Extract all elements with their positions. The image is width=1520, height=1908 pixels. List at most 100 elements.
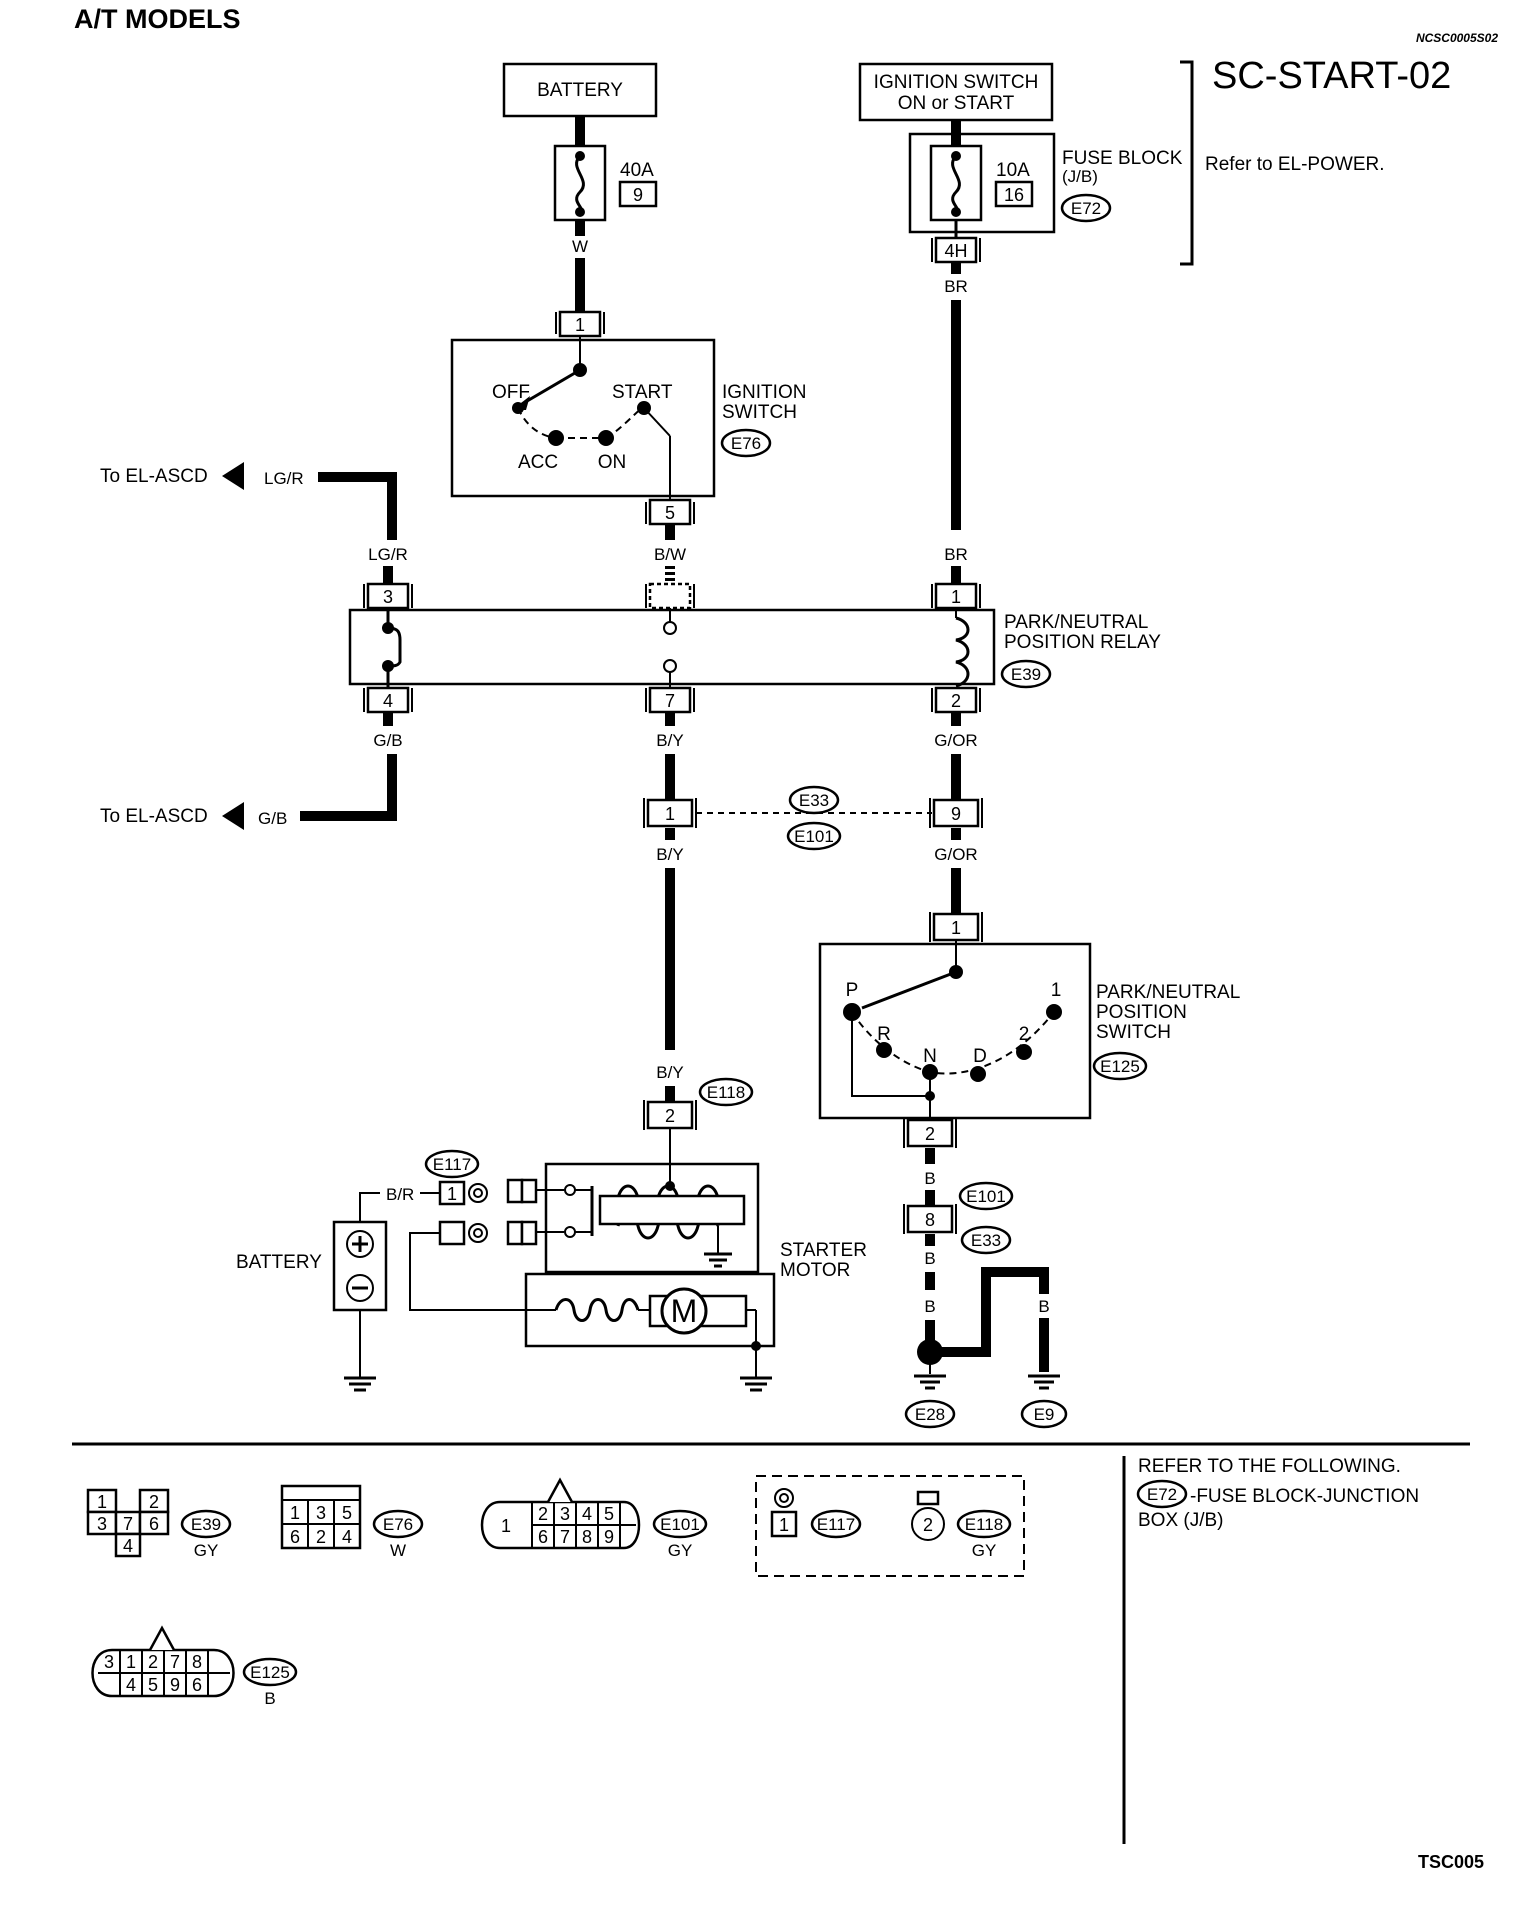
ign-on-start-label-2: ON or START — [898, 93, 1015, 114]
starter-conn-e118: E118 — [707, 1083, 745, 1102]
ign-pin-1: 1 — [575, 315, 585, 335]
e39-color: GY — [194, 1541, 219, 1560]
e39-cell-2: 2 — [149, 1492, 159, 1512]
e101-cell-1: 1 — [501, 1516, 511, 1536]
battery-label: BATTERY — [537, 80, 623, 101]
e125-cell-9: 6 — [192, 1675, 202, 1695]
pn-conn: E125 — [1100, 1057, 1140, 1076]
relay-pin-7: 7 — [665, 691, 675, 711]
connector-e101: 1 2 3 4 5 6 7 8 9 E101 GY — [480, 1477, 708, 1560]
pn-pos-1: 1 — [1051, 980, 1062, 1001]
e76-color: W — [390, 1541, 406, 1560]
fuse-block-conn-4h — [934, 236, 978, 264]
relay-conn: E39 — [1011, 665, 1041, 684]
fuse-block-label-1: FUSE BLOCK — [1062, 148, 1183, 169]
power-bracket — [1180, 60, 1194, 266]
e125-color: B — [264, 1689, 275, 1708]
relay-pin-3: 3 — [383, 587, 393, 607]
e118-pin: 2 — [923, 1515, 933, 1535]
relay-pin-4: 4 — [383, 691, 393, 711]
ign-on-label: ON — [598, 452, 627, 473]
relay-pin-1: 1 — [951, 587, 961, 607]
refer-text-1: -FUSE BLOCK-JUNCTION — [1190, 1486, 1419, 1507]
wire-lgr-label-asc: LG/R — [264, 469, 304, 488]
e125-id: E125 — [250, 1663, 290, 1682]
ground-conn-e33: E33 — [971, 1231, 1001, 1250]
refer-heading: REFER TO THE FOLLOWING. — [1138, 1456, 1401, 1477]
fuse-block-pin-4h: 4H — [944, 241, 967, 261]
ign-switch-on-start-box — [858, 62, 1054, 122]
e39-cell-5: 6 — [149, 1514, 159, 1534]
wire-b-label-5: B — [1038, 1297, 1049, 1316]
e39-cell-6: 4 — [123, 1536, 133, 1556]
fuse-block-label-2: (J/B) — [1062, 167, 1098, 186]
ign-acc-label: ACC — [518, 452, 558, 473]
e39-cell-1: 1 — [97, 1492, 107, 1512]
e101-cell-6: 6 — [538, 1527, 548, 1547]
wire-gor-label-1: G/OR — [934, 731, 977, 750]
inline-pin-9: 9 — [951, 804, 961, 824]
connector-e39: 1 2 3 7 6 4 E39 GY — [86, 1488, 232, 1560]
diagram-id: SC-START-02 — [1212, 55, 1451, 97]
page-title: A/T MODELS — [74, 4, 241, 34]
wire-bw-label: B/W — [654, 545, 686, 564]
e76-cell-5: 2 — [316, 1527, 326, 1547]
pn-pos-r: R — [877, 1024, 891, 1045]
e118-id: E118 — [965, 1515, 1003, 1534]
e117-pin: 1 — [779, 1515, 789, 1535]
pn-pos-n: N — [923, 1046, 937, 1067]
wire-gb-label: G/B — [373, 731, 402, 750]
e39-cell-4: 7 — [123, 1514, 133, 1534]
e76-cell-4: 6 — [290, 1527, 300, 1547]
relay-label-2: POSITION RELAY — [1004, 632, 1161, 653]
ground-pin-8: 8 — [925, 1210, 935, 1230]
wire-br-label-top: BR — [944, 277, 968, 296]
connector-e117-e118: 1 E117 2 E118 GY — [755, 1475, 1025, 1577]
e101-color: GY — [668, 1541, 693, 1560]
e101-cell-2: 2 — [538, 1504, 548, 1524]
e101-cell-4: 4 — [582, 1504, 592, 1524]
e125-cell-4: 7 — [170, 1652, 180, 1672]
relay-label-1: PARK/NEUTRAL — [1004, 612, 1148, 633]
wire-b-label-4: B — [980, 1297, 991, 1316]
refer-power-text: Refer to EL-POWER. — [1205, 154, 1385, 175]
relay-pin-2: 2 — [951, 691, 961, 711]
wire-b-label-3: B — [924, 1297, 935, 1316]
inline-conn-e101: E101 — [794, 827, 834, 846]
e101-cell-9: 9 — [604, 1527, 614, 1547]
e76-cell-3: 5 — [342, 1503, 352, 1523]
ign-switch-conn: E76 — [731, 434, 761, 453]
e118-color: GY — [972, 1541, 997, 1560]
ign-conn-bottom — [648, 498, 692, 526]
pn-pos-d: D — [973, 1046, 987, 1067]
starter-pin-1: 1 — [447, 1184, 457, 1204]
wire-br-label-mid: BR — [944, 545, 968, 564]
to-el-ascd-top: To EL-ASCD — [100, 466, 208, 487]
starter-conn-e117: E117 — [433, 1155, 471, 1174]
refer-text-2: BOX (J/B) — [1138, 1510, 1224, 1531]
e76-id: E76 — [383, 1515, 413, 1534]
ign-on-start-label-1: IGNITION SWITCH — [874, 72, 1039, 93]
e125-cell-5: 8 — [192, 1652, 202, 1672]
wire-gor-label-2: G/OR — [934, 845, 977, 864]
wire-b-label-1: B — [924, 1169, 935, 1188]
fuse-10a-amp: 10A — [996, 160, 1030, 181]
motor-label: M — [671, 1293, 698, 1329]
e125-cell-7: 5 — [148, 1675, 158, 1695]
ground-conn-e101: E101 — [966, 1187, 1006, 1206]
ignition-switch-box — [450, 338, 716, 498]
e76-cell-2: 3 — [316, 1503, 326, 1523]
e101-cell-8: 8 — [582, 1527, 592, 1547]
starter-label-2: MOTOR — [780, 1260, 850, 1281]
battery-bottom-label: BATTERY — [236, 1252, 322, 1273]
e76-cell-1: 1 — [290, 1503, 300, 1523]
e125-cell-2: 1 — [126, 1652, 136, 1672]
e125-cell-8: 9 — [170, 1675, 180, 1695]
footer-code: TSC005 — [1418, 1852, 1484, 1872]
ground-e9: E9 — [1034, 1405, 1055, 1424]
wire-by-label-2: B/Y — [656, 845, 683, 864]
ign-pin-5: 5 — [665, 503, 675, 523]
refer-conn: E72 — [1147, 1485, 1177, 1504]
e117-id: E117 — [817, 1515, 855, 1534]
